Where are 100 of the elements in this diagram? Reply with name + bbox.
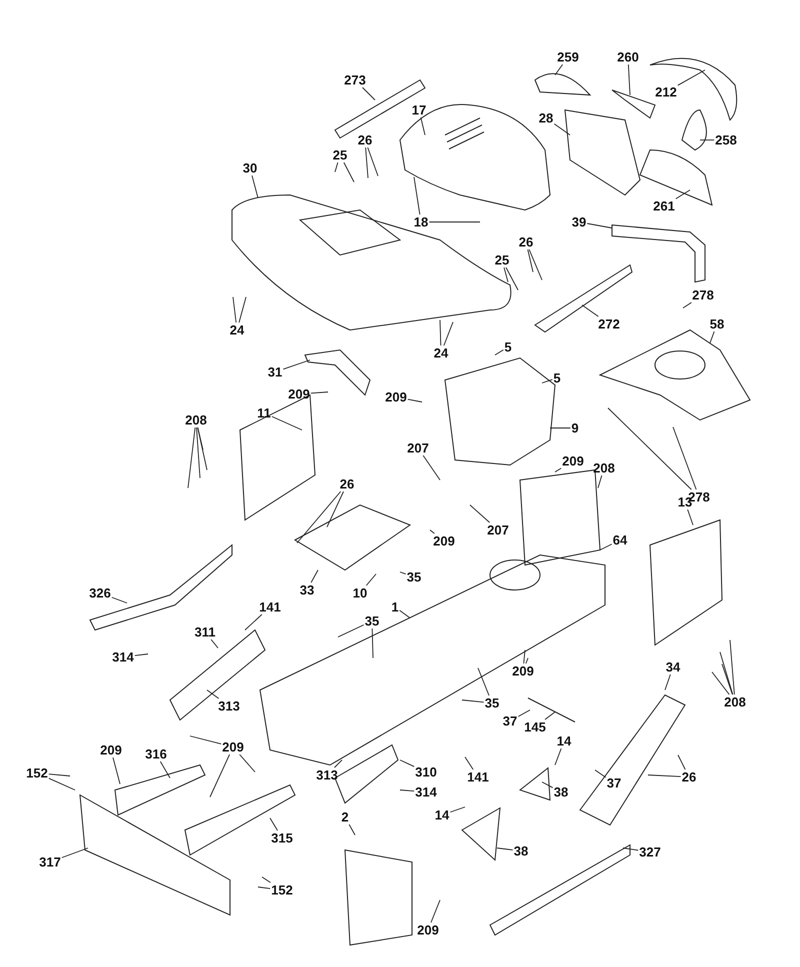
leader-line	[628, 64, 630, 96]
leader-line	[400, 790, 415, 792]
leader-line	[48, 774, 70, 776]
leader-line	[506, 267, 518, 290]
leader-line	[518, 710, 530, 717]
leader-line	[586, 223, 612, 228]
leader-line	[334, 162, 338, 172]
callout-number: 208	[723, 694, 747, 710]
leader-line	[443, 322, 454, 346]
leader-line	[450, 806, 466, 813]
callout-number: 18	[412, 214, 430, 230]
leader-line	[672, 426, 697, 490]
callout-number: 207	[486, 522, 510, 538]
leader-line	[362, 87, 376, 100]
leader-line	[197, 427, 204, 450]
callout-number: 141	[258, 600, 282, 614]
callout-number: 313	[217, 698, 241, 714]
leader-line	[238, 296, 246, 323]
leader-line	[528, 249, 542, 280]
callout-number: 209	[221, 740, 245, 754]
leader-line	[420, 117, 426, 136]
callout-number: 327	[638, 844, 662, 860]
callout-number: 145	[523, 720, 547, 734]
leader-line	[675, 190, 690, 200]
callout-number: 272	[597, 316, 621, 332]
callout-number: 317	[38, 854, 62, 870]
leader-line	[160, 761, 170, 778]
callout-number: 30	[242, 160, 258, 176]
leader-line	[430, 530, 435, 534]
leader-line	[188, 427, 196, 488]
callout-number: 14	[434, 808, 450, 822]
leader-line	[414, 176, 420, 215]
leader-line	[527, 249, 534, 272]
callout-number: 207	[406, 440, 430, 456]
leader-line	[310, 392, 328, 394]
leader-line	[677, 70, 706, 86]
callout-number: 209	[287, 386, 311, 402]
callout-number: 212	[654, 84, 678, 100]
leader-line	[258, 886, 271, 889]
leader-line	[239, 754, 256, 772]
callout-number: 5	[503, 340, 513, 354]
callout-number: 58	[708, 316, 726, 332]
leader-line	[430, 900, 440, 923]
callout-number: 209	[416, 922, 440, 938]
callout-number: 35	[364, 614, 380, 628]
leader-line	[600, 544, 612, 550]
callout-number: 208	[184, 412, 208, 428]
callout-number: 209	[561, 454, 585, 468]
leader-line	[464, 756, 474, 770]
callout-number: 24	[228, 322, 246, 338]
leader-line	[61, 848, 88, 858]
leader-line	[367, 147, 378, 176]
callout-number: 26	[356, 132, 374, 148]
leader-line	[462, 700, 484, 703]
callout-number: 37	[606, 776, 622, 790]
leader-line	[282, 360, 310, 370]
leader-line	[523, 650, 526, 664]
callout-number: 313	[315, 768, 339, 782]
leader-line	[326, 491, 344, 528]
leader-line	[554, 468, 562, 472]
leader-line	[730, 640, 735, 695]
leader-line	[111, 596, 128, 604]
callout-number: 26	[680, 770, 698, 784]
leader-line	[422, 455, 440, 480]
callout-number: 208	[592, 460, 616, 476]
callout-number: 17	[410, 102, 428, 118]
leader-line	[296, 491, 342, 544]
leader-line	[470, 504, 490, 523]
callout-number: 25	[494, 252, 510, 268]
leader-line	[440, 320, 442, 346]
callout-number: 26	[338, 476, 356, 492]
leader-line	[365, 147, 368, 178]
callout-number: 141	[466, 770, 490, 784]
callout-number: 209	[99, 742, 123, 758]
leader-line	[232, 296, 237, 323]
leader-line	[608, 408, 692, 490]
leader-line	[554, 64, 564, 76]
leader-line	[348, 824, 356, 836]
leader-line	[366, 574, 376, 586]
leader-line	[262, 876, 271, 883]
leader-line	[48, 778, 76, 790]
leader-line	[112, 757, 120, 784]
leader-line	[334, 760, 342, 768]
leader-line	[343, 162, 354, 182]
leader-line	[682, 302, 692, 308]
callout-number: 34	[664, 660, 682, 674]
leader-line	[400, 572, 406, 574]
callout-number: 278	[691, 288, 715, 302]
leader-line	[478, 668, 490, 696]
callout-number: 273	[343, 72, 367, 88]
leader-line	[197, 427, 208, 470]
leader-line	[252, 175, 258, 198]
leader-line	[210, 639, 218, 648]
callout-number: 38	[552, 784, 570, 800]
callout-number: 5	[552, 370, 562, 386]
leader-line	[710, 331, 715, 344]
leader-line	[210, 754, 230, 798]
callout-number: 315	[270, 830, 294, 846]
leader-line	[338, 624, 364, 638]
callout-number: 258	[714, 132, 738, 148]
